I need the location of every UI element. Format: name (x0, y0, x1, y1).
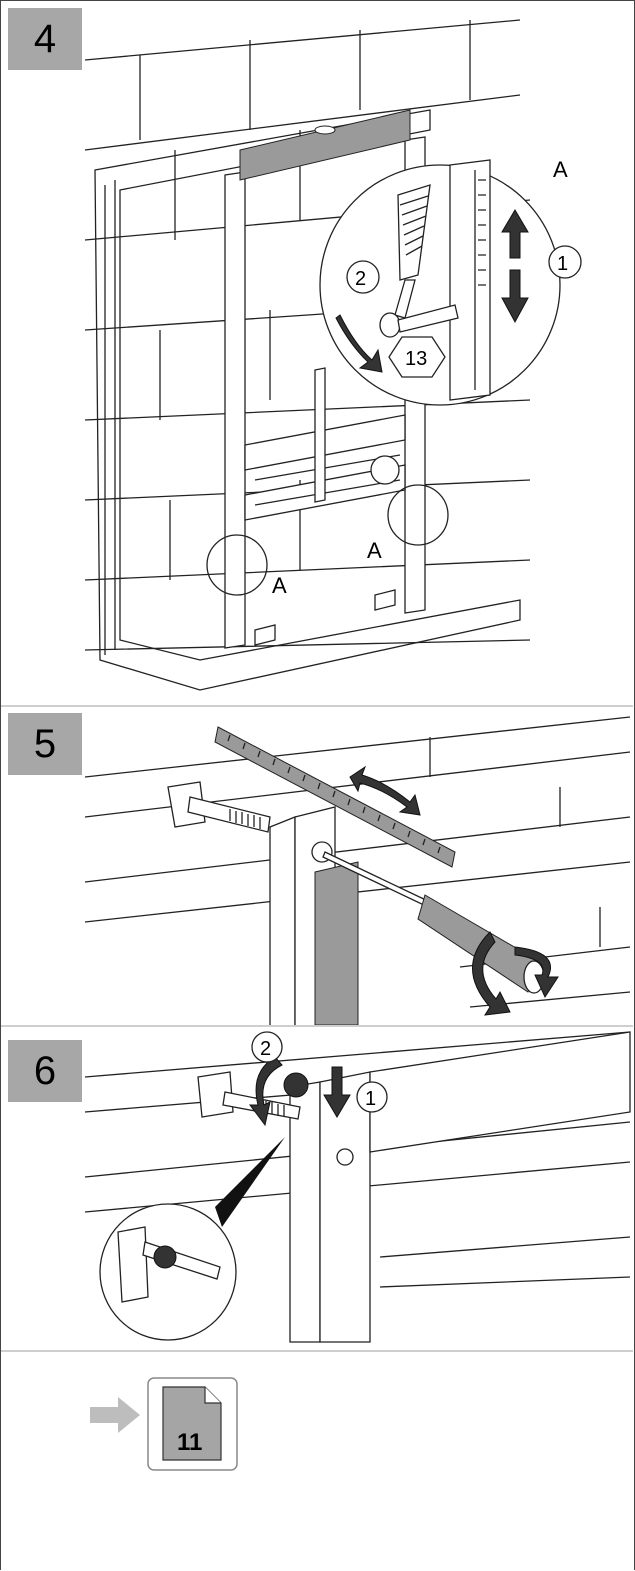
screwdriver-handle (417, 894, 541, 993)
wrench (379, 184, 459, 338)
right-arrow-icon (90, 1397, 140, 1433)
next-page-number: 11 (177, 1429, 202, 1456)
knurled-nut (283, 1072, 309, 1098)
callout-1: 1 (557, 253, 568, 275)
step-5-illustration (84, 716, 631, 1027)
frame-upright (289, 1081, 321, 1343)
detail-magnifier (319, 164, 561, 406)
frame-left-upright (224, 171, 246, 649)
label-a-left: A (272, 573, 287, 598)
step-6-badge: 6 (8, 1040, 82, 1102)
svg-text:13: 13 (405, 348, 427, 370)
divider-2 (1, 1025, 633, 1027)
spirit-level (239, 109, 411, 181)
next-page-arrow (90, 1397, 140, 1433)
step-6-illustration: 2 1 (84, 1031, 631, 1343)
step-4-badge: 4 (8, 8, 82, 70)
detail-circle-right (387, 484, 449, 546)
label-a-right: A (367, 538, 382, 563)
step-5-badge: 5 (8, 713, 82, 775)
callout-1: 1 (365, 1088, 376, 1110)
floor-rail (94, 109, 521, 691)
spirit-level-vertical (314, 861, 359, 1026)
wall-bracket (167, 781, 206, 828)
label-a-detail: A (553, 157, 568, 182)
frame-upright (269, 816, 296, 1027)
ruler (214, 726, 456, 868)
step-4-illustration: A A A 2 1 13 (84, 19, 582, 691)
callout-2: 2 (355, 268, 366, 290)
divider-3 (1, 1350, 633, 1352)
page-icon[interactable]: 11 (145, 1375, 240, 1475)
divider-1 (1, 705, 633, 707)
hex-13 (388, 336, 446, 378)
callout-2: 2 (260, 1038, 271, 1060)
detail-circle-left (206, 534, 268, 596)
up-down-arrow (501, 209, 529, 324)
